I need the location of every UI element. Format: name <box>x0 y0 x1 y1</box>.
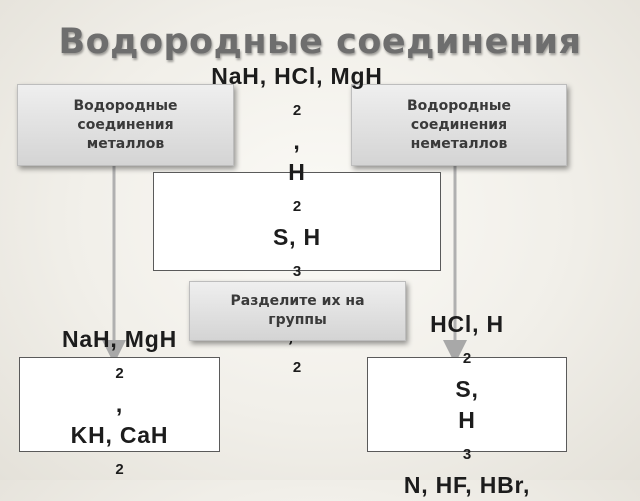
metals-header-text: Водородные соединения металлов <box>74 97 178 154</box>
instruction-text: Разделите их на группы <box>230 292 364 330</box>
formula-line: NaH, MgH 2, <box>62 324 177 420</box>
formula-segment: KH, CaH <box>70 422 169 448</box>
formula-subscript: 2 <box>292 358 302 376</box>
slide-title: Водородные соединения <box>58 22 582 62</box>
metals-result-box: NaH, MgH 2, KH, CaH 2 <box>19 326 220 478</box>
formula-subscript: 2 <box>292 197 302 215</box>
formula-subscript: 3 <box>462 445 472 463</box>
formula-subscript: 2 <box>115 461 124 478</box>
nonmetals-header-text: Водородные соединения неметаллов <box>407 97 511 154</box>
formula-segment: H <box>458 406 476 433</box>
nonmetals-header-line: неметаллов <box>410 135 508 152</box>
instruction-box: Разделите их на группы <box>189 281 406 341</box>
connector-lines <box>102 166 467 364</box>
formula-subscript: 2 <box>292 101 302 119</box>
metals-header-line: металлов <box>86 135 165 152</box>
metals-header-line: Водородные <box>73 97 178 114</box>
formula-line: NaH, HCl, MgH 2, <box>211 61 382 157</box>
formula-line: H 3 N, HF, HBr, <box>404 405 530 501</box>
formula-segment: S, H <box>273 223 321 250</box>
instruction-line: группы <box>268 312 327 328</box>
formula-segment: N, HF, HBr, <box>403 471 531 498</box>
formula-segment: HCl, H <box>430 310 504 337</box>
formula-subscript: 2 <box>462 349 472 367</box>
metals-header-box: Водородные соединения металлов <box>17 84 234 166</box>
nonmetals-header-line: Водородные <box>407 97 511 114</box>
metals-result-text: NaH, MgH 2, KH, CaH 2 <box>62 324 177 485</box>
nonmetals-header-box: Водородные соединения неметаллов <box>351 84 567 166</box>
formula-segment: H <box>288 158 306 185</box>
formula-segment: , <box>293 127 301 154</box>
metals-header-line: соединения <box>77 116 174 133</box>
formula-segment: NaH, MgH <box>61 326 177 352</box>
instruction-line: Разделите их на <box>230 293 365 309</box>
formula-segment: , <box>115 391 124 417</box>
nonmetals-header-line: соединения <box>410 116 508 133</box>
formula-line: KH, CaH 2 <box>62 420 177 485</box>
formula-segment: S, <box>455 375 479 402</box>
formula-subscript: 2 <box>115 365 124 382</box>
formula-subscript: 3 <box>292 262 302 280</box>
formula-segment: NaH, HCl, MgH <box>211 62 383 89</box>
